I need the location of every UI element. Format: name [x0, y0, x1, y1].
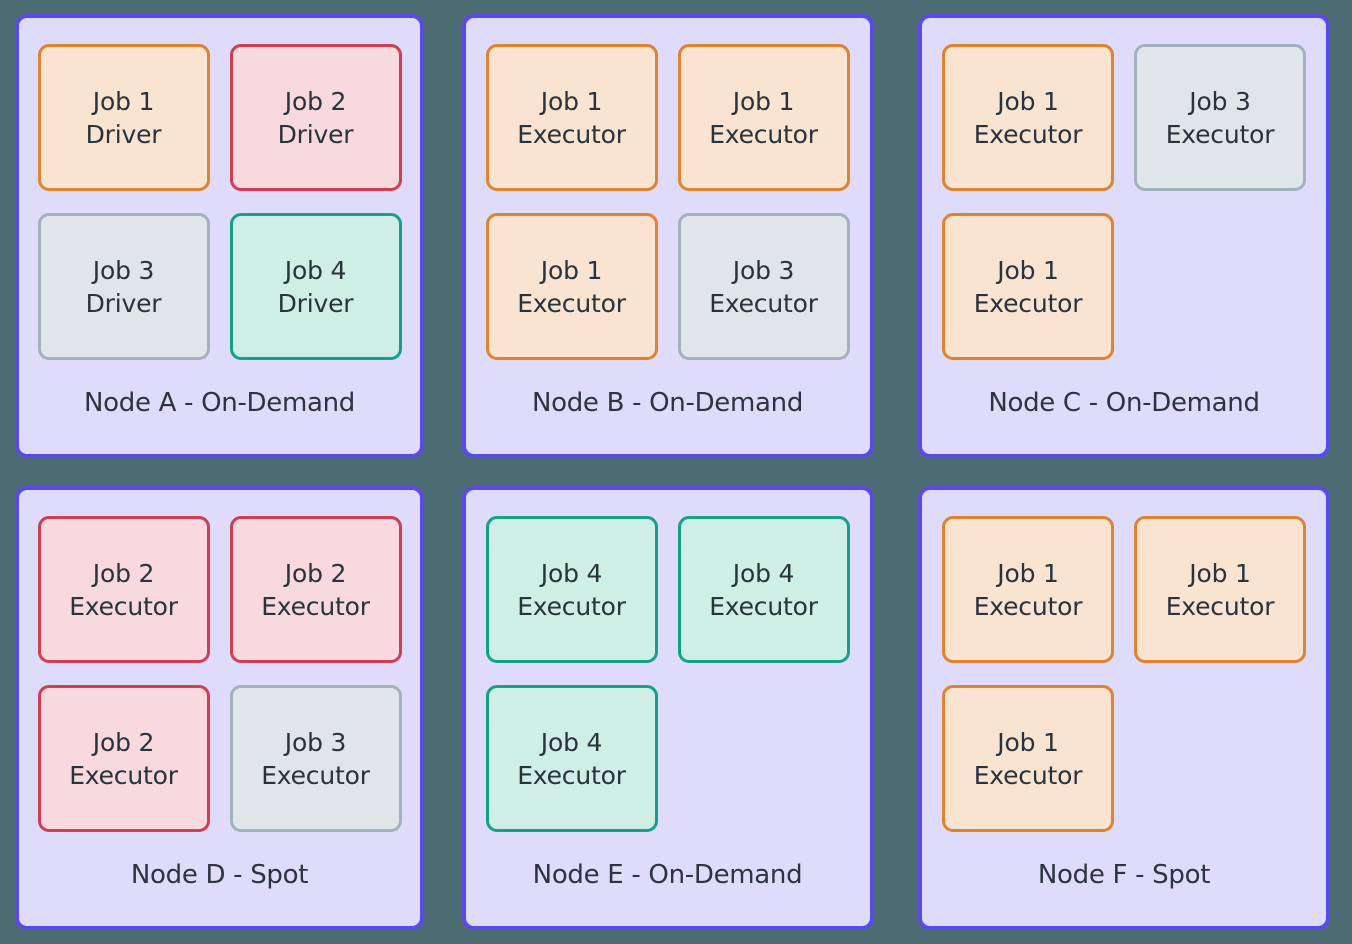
node-f-label: Node F - Spot [1037, 860, 1211, 890]
slot-job-label: Job 1 [997, 558, 1059, 588]
slot-role-label: Executor [517, 760, 626, 790]
slot-role-label: Executor [709, 591, 818, 621]
slot-role-label: Executor [973, 119, 1083, 149]
slot-job-label: Job 3 [284, 727, 347, 757]
slot-role-label: Driver [277, 119, 354, 149]
slot-role-label: Executor [1165, 591, 1275, 621]
slot-role-label: Executor [1165, 119, 1275, 149]
slot-job-label: Job 4 [540, 558, 603, 588]
slot-job-label: Job 2 [92, 727, 155, 757]
slot-job-label: Job 1 [540, 255, 603, 285]
node-c-slot-empty [1134, 213, 1306, 360]
node-a-label: Node A - On-Demand [83, 388, 355, 418]
slot-job-label: Job 3 [1189, 86, 1251, 116]
slot-role-label: Driver [85, 288, 162, 318]
slot-job-label: Job 3 [92, 255, 155, 285]
node-e-slot-empty [678, 685, 850, 832]
slot-job-label: Job 1 [732, 86, 795, 116]
slot-job-label: Job 1 [997, 727, 1059, 757]
slot-role-label: Executor [69, 760, 178, 790]
slot-role-label: Executor [709, 288, 818, 318]
slot-job-label: Job 2 [92, 558, 155, 588]
slot-role-label: Executor [973, 288, 1083, 318]
slot-job-label: Job 1 [997, 86, 1059, 116]
slot-role-label: Executor [517, 119, 626, 149]
slot-job-label: Job 1 [1189, 558, 1251, 588]
slot-job-label: Job 1 [92, 86, 155, 116]
slot-job-label: Job 1 [997, 255, 1059, 285]
slot-role-label: Executor [709, 119, 818, 149]
slot-role-label: Executor [517, 288, 626, 318]
slot-role-label: Executor [517, 591, 626, 621]
slot-role-label: Executor [261, 591, 370, 621]
slot-job-label: Job 1 [540, 86, 603, 116]
node-b-label: Node B - On-Demand [531, 388, 804, 418]
node-e-label: Node E - On-Demand [532, 860, 803, 890]
slot-job-label: Job 4 [732, 558, 795, 588]
slot-role-label: Executor [973, 591, 1083, 621]
node-d-label: Node D - Spot [130, 860, 309, 890]
slot-role-label: Driver [85, 119, 162, 149]
slot-job-label: Job 4 [284, 255, 347, 285]
slot-role-label: Executor [69, 591, 178, 621]
slot-job-label: Job 3 [732, 255, 795, 285]
slot-job-label: Job 2 [284, 558, 347, 588]
slot-role-label: Executor [973, 760, 1083, 790]
node-f-slot-empty [1134, 685, 1306, 832]
slot-role-label: Executor [261, 760, 370, 790]
slot-job-label: Job 4 [540, 727, 603, 757]
slot-role-label: Driver [277, 288, 354, 318]
node-c-label: Node C - On-Demand [988, 388, 1260, 418]
slot-job-label: Job 2 [284, 86, 347, 116]
